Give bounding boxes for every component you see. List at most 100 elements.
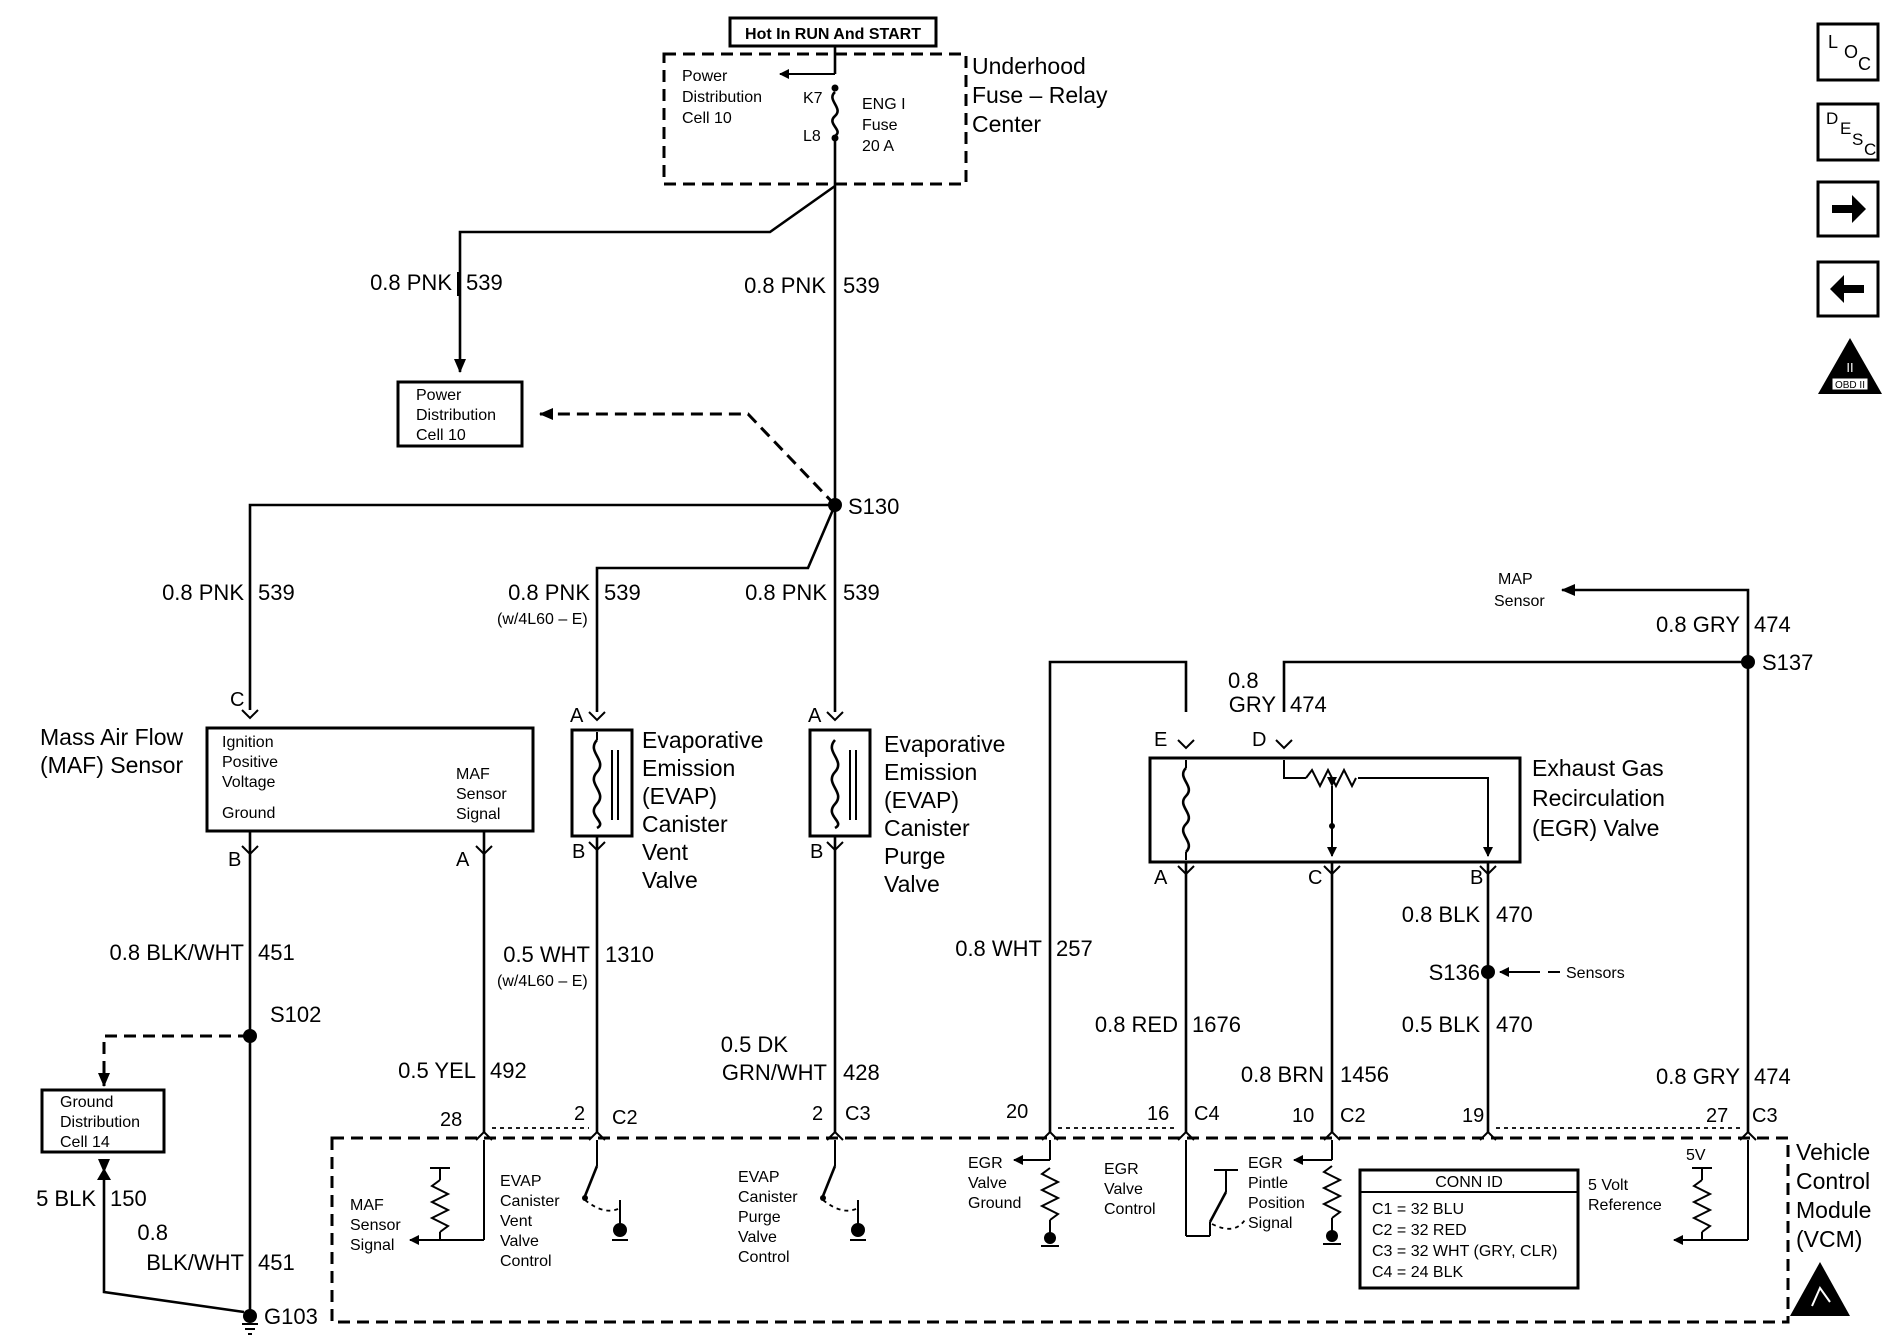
svg-text:Ground: Ground [968, 1195, 1021, 1212]
svg-text:(w/4L60 – E): (w/4L60 – E) [497, 973, 588, 990]
svg-text:Canister: Canister [500, 1193, 560, 1210]
circuit-539-1: 539 [466, 270, 503, 295]
svg-text:C1 = 32 BLU: C1 = 32 BLU [1372, 1201, 1464, 1218]
svg-text:Ground: Ground [60, 1094, 113, 1111]
desc-nav-button[interactable]: D E S C [1816, 102, 1880, 162]
wire-label-red: 0.8 RED [1095, 1012, 1178, 1037]
svg-text:B: B [810, 841, 823, 863]
svg-text:Canister: Canister [738, 1189, 798, 1206]
svg-text:2: 2 [574, 1103, 585, 1125]
obd-ii-button[interactable]: II OBD II [1818, 338, 1882, 394]
svg-text:16: 16 [1147, 1103, 1169, 1125]
svg-text:Vehicle: Vehicle [1796, 1139, 1870, 1165]
svg-text:27: 27 [1706, 1105, 1728, 1127]
wire-label-gry-2: 0.8 GRY [1656, 1064, 1740, 1089]
underhood-fuse-relay-center: Underhood Fuse – Relay Center Power Dist… [662, 46, 1108, 186]
wire-label-brn: 0.8 BRN [1241, 1062, 1324, 1087]
svg-text:539: 539 [843, 580, 880, 605]
svg-text:B: B [572, 841, 585, 863]
svg-text:C3: C3 [845, 1103, 871, 1125]
svg-text:28: 28 [440, 1109, 462, 1131]
svg-text:474: 474 [1290, 692, 1327, 717]
svg-text:MAF: MAF [456, 766, 490, 783]
svg-text:EGR: EGR [1248, 1155, 1283, 1172]
svg-text:(w/4L60 – E): (w/4L60 – E) [497, 611, 588, 628]
svg-text:(EVAP): (EVAP) [884, 787, 959, 813]
fuse-eng-i-icon [831, 91, 839, 138]
svg-text:20: 20 [1006, 1101, 1028, 1123]
svg-text:Exhaust Gas: Exhaust Gas [1532, 755, 1664, 781]
svg-text:Valve: Valve [884, 871, 940, 897]
svg-text:Mass Air Flow: Mass Air Flow [40, 724, 184, 750]
wire-label-wht-1310: 0.5 WHT [503, 942, 590, 967]
svg-text:Purge: Purge [738, 1209, 781, 1226]
svg-text:C: C [1308, 867, 1322, 889]
svg-text:O: O [1844, 42, 1858, 62]
wire-label-gry-1: 0.8 GRY [1656, 612, 1740, 637]
ground-distribution-cell-14-box: Ground Distribution Cell 14 [40, 1088, 166, 1154]
svg-text:B: B [1470, 867, 1483, 889]
svg-text:Emission: Emission [884, 759, 977, 785]
back-arrow-button[interactable] [1816, 260, 1880, 318]
arrow-right-icon [1832, 195, 1866, 223]
svg-text:Cell 10: Cell 10 [416, 427, 466, 444]
svg-text:MAP: MAP [1498, 571, 1533, 588]
svg-text:Control: Control [738, 1249, 790, 1266]
loc-nav-button[interactable]: L O C [1816, 22, 1880, 82]
wire-label-pnk-5: 0.8 PNK [745, 580, 827, 605]
next-arrow-button[interactable] [1816, 180, 1880, 238]
svg-text:Ground: Ground [222, 805, 275, 822]
svg-text:Canister: Canister [642, 811, 728, 837]
svg-text:Vent: Vent [642, 839, 689, 865]
svg-text:539: 539 [604, 580, 641, 605]
svg-text:474: 474 [1754, 612, 1791, 637]
svg-text:150: 150 [110, 1186, 147, 1211]
ground-icon [613, 1223, 627, 1237]
svg-text:C3: C3 [1752, 1105, 1778, 1127]
svg-text:Sensor: Sensor [1494, 593, 1545, 610]
svg-text:492: 492 [490, 1058, 527, 1083]
svg-text:A: A [570, 705, 584, 727]
fuse-center-label-1: Underhood [972, 53, 1086, 79]
wire-label-blkwht-1: 0.8 BLK/WHT [110, 940, 244, 965]
svg-text:Voltage: Voltage [222, 774, 275, 791]
wire-label-pnk-3: 0.8 PNK [162, 580, 244, 605]
svg-text:C2 = 32 RED: C2 = 32 RED [1372, 1222, 1467, 1239]
svg-text:C: C [230, 689, 244, 711]
svg-text:S136: S136 [1429, 960, 1480, 985]
svg-text:EVAP: EVAP [500, 1173, 542, 1190]
svg-text:Signal: Signal [350, 1237, 394, 1254]
wire-label-gry-3: GRY [1229, 692, 1277, 717]
wire-label-blk-470-2: 0.5 BLK [1402, 1012, 1481, 1037]
svg-text:Fuse: Fuse [862, 117, 898, 134]
hot-in-run-start-label: Hot In RUN And START [728, 16, 938, 48]
svg-text:Distribution: Distribution [60, 1114, 140, 1131]
svg-text:Valve: Valve [500, 1233, 539, 1250]
svg-text:1676: 1676 [1192, 1012, 1241, 1037]
svg-text:C4: C4 [1194, 1103, 1220, 1125]
wire-label-dkgrnwht: GRN/WHT [722, 1060, 827, 1085]
resistor-icon [1039, 1167, 1061, 1221]
egr-valve: E D A C B Exhaust Gas Recirculation (EGR… [1148, 729, 1665, 889]
wire-label-wht-257: 0.8 WHT [955, 936, 1042, 961]
svg-text:Control: Control [1796, 1168, 1870, 1194]
fuse-center-label-2: Fuse – Relay [972, 82, 1108, 108]
svg-text:D: D [1826, 109, 1838, 128]
svg-text:474: 474 [1754, 1064, 1791, 1089]
svg-text:S: S [1852, 130, 1863, 149]
svg-text:451: 451 [258, 940, 295, 965]
svg-text:MAF: MAF [350, 1197, 384, 1214]
svg-text:L: L [1828, 32, 1838, 52]
svg-text:Control: Control [1104, 1201, 1156, 1218]
svg-text:ENG I: ENG I [862, 96, 906, 113]
svg-text:Power: Power [416, 387, 462, 404]
svg-text:EVAP: EVAP [738, 1169, 780, 1186]
svg-text:C4 = 24 BLK: C4 = 24 BLK [1372, 1264, 1464, 1281]
evap-canister-purge-valve: A B Evaporative Emission (EVAP) Canister… [808, 705, 1005, 897]
svg-text:Ignition: Ignition [222, 734, 274, 751]
svg-text:0.8: 0.8 [137, 1220, 168, 1245]
ground-g103 [243, 1309, 257, 1323]
svg-text:Positive: Positive [222, 754, 278, 771]
svg-text:S137: S137 [1762, 650, 1813, 675]
svg-text:Power: Power [682, 68, 728, 85]
